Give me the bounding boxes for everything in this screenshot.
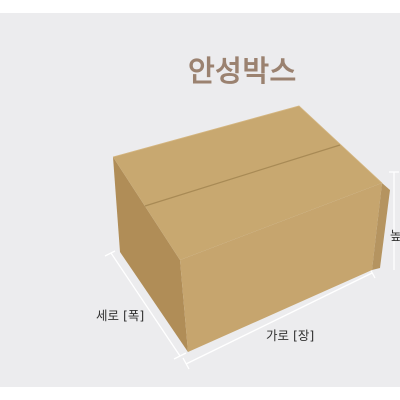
brand-title: 안성박스 [188, 54, 297, 88]
width-dimension-line [104, 250, 187, 360]
box-left-face [113, 157, 188, 352]
width-label: 세로 [폭] [96, 308, 145, 323]
box-edge-highlight [112, 105, 383, 184]
box-right-edge [372, 183, 390, 270]
box-top-face [113, 106, 382, 260]
box-front-face [180, 183, 382, 352]
height-label: 높 [390, 228, 400, 243]
box-flap-seam [144, 144, 341, 207]
height-dimension-line [389, 171, 399, 270]
length-label: 가로 [장] [266, 328, 315, 343]
